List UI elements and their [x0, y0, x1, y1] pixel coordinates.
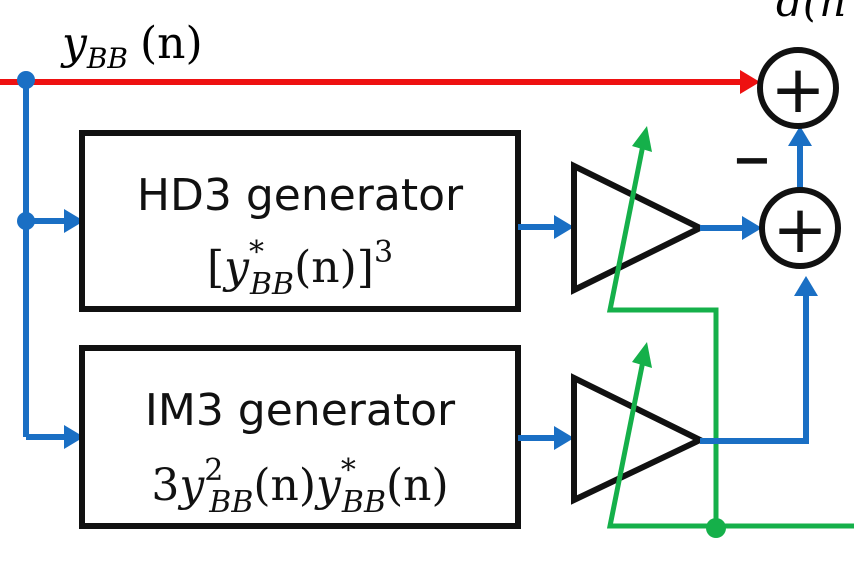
output-signal-label: d(n [776, 0, 846, 26]
main-path-arrowhead [740, 70, 760, 94]
hd3-to-adder-arrowhead [742, 216, 762, 240]
adder-chain-arrowhead [788, 126, 812, 146]
main-signal-path [0, 70, 760, 94]
hd3-variable-gain-amplifier [571, 161, 707, 295]
im3-amp-input-arrowhead [554, 426, 574, 450]
branch-lines [23, 80, 70, 440]
junction-dot-middle [17, 212, 35, 230]
im3-generator-title: IM3 generator [145, 385, 456, 436]
amp-output-lines [700, 142, 809, 444]
hd3-amp-input-arrowhead [554, 215, 574, 239]
svg-text:+: + [770, 51, 825, 128]
subtraction-sign: − [732, 132, 772, 188]
summing-junction-bottom: + [759, 187, 841, 269]
im3-to-adder-arrowhead [794, 276, 818, 296]
svg-text:+: + [772, 191, 827, 268]
hd3-generator-block: HD3 generator [y*BB(n)]3 [79, 130, 521, 312]
hd3-formula: [y*BB(n)]3 [207, 235, 393, 302]
hd3-gain-control-arrowhead [632, 126, 652, 152]
im3-input-arrowhead [64, 425, 84, 449]
hd3-input-arrowhead [64, 209, 84, 233]
summing-junction-top: + [757, 47, 839, 129]
hd3-generator-title: HD3 generator [137, 170, 464, 221]
im3-gain-control-arrowhead [632, 342, 652, 368]
im3-variable-gain-amplifier [571, 373, 707, 505]
gain-control-lines [606, 139, 854, 529]
input-signal-label: yBB(n) [60, 18, 203, 75]
block-output-lines [518, 224, 560, 441]
junction-dot-top [17, 71, 35, 89]
control-junction-dot [706, 518, 726, 538]
